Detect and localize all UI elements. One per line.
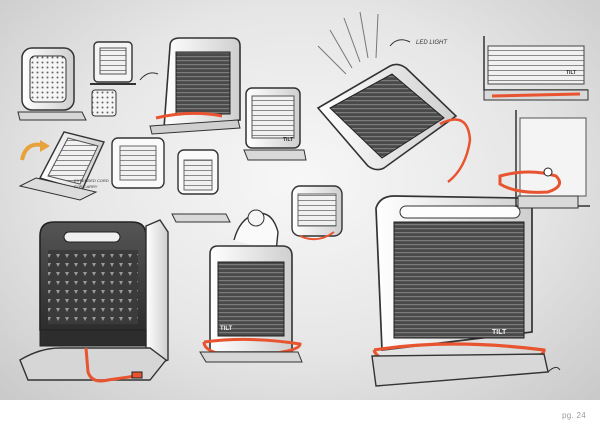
brand-label-small: TILT	[283, 137, 293, 143]
annotation-small-2: FOR CARRY	[74, 184, 98, 189]
heater-tilted-with-light-rays: LED LIGHT	[316, 11, 472, 183]
brand-label-carry: TILT	[220, 326, 233, 332]
heater-front-louvered-large: TILT	[371, 195, 561, 387]
perforated-heater-small-1	[17, 47, 87, 121]
page-number: pg. 24	[561, 411, 586, 420]
brand-label-detail: TILT	[566, 70, 576, 76]
cord-wrap-detail-right	[498, 110, 590, 209]
heater-three-quarter-view-top	[139, 37, 241, 135]
heater-open-frame-small	[111, 137, 231, 223]
heater-side-detail-top-right: TILT	[483, 36, 589, 101]
annotation-led: LED LIGHT	[416, 40, 448, 46]
brand-label-large: TILT	[492, 329, 507, 336]
heater-folding-flat: EXTENDED CORD FOR CARRY	[18, 131, 109, 201]
heater-frame-only	[291, 185, 343, 241]
sketch-canvas: TILT LED LIGHT TILT EXTENDED CORD FOR CA…	[17, 11, 590, 387]
annotation-small-1: EXTENDED CORD	[74, 178, 109, 183]
perforated-heater-small-2	[90, 41, 136, 117]
heater-front-perforated-large	[19, 219, 169, 383]
heater-with-hand-carry: TILT	[199, 209, 303, 363]
sketch-sheet: TILT LED LIGHT TILT EXTENDED CORD FOR CA…	[0, 0, 600, 400]
heater-louvered-small: TILT	[243, 87, 307, 161]
